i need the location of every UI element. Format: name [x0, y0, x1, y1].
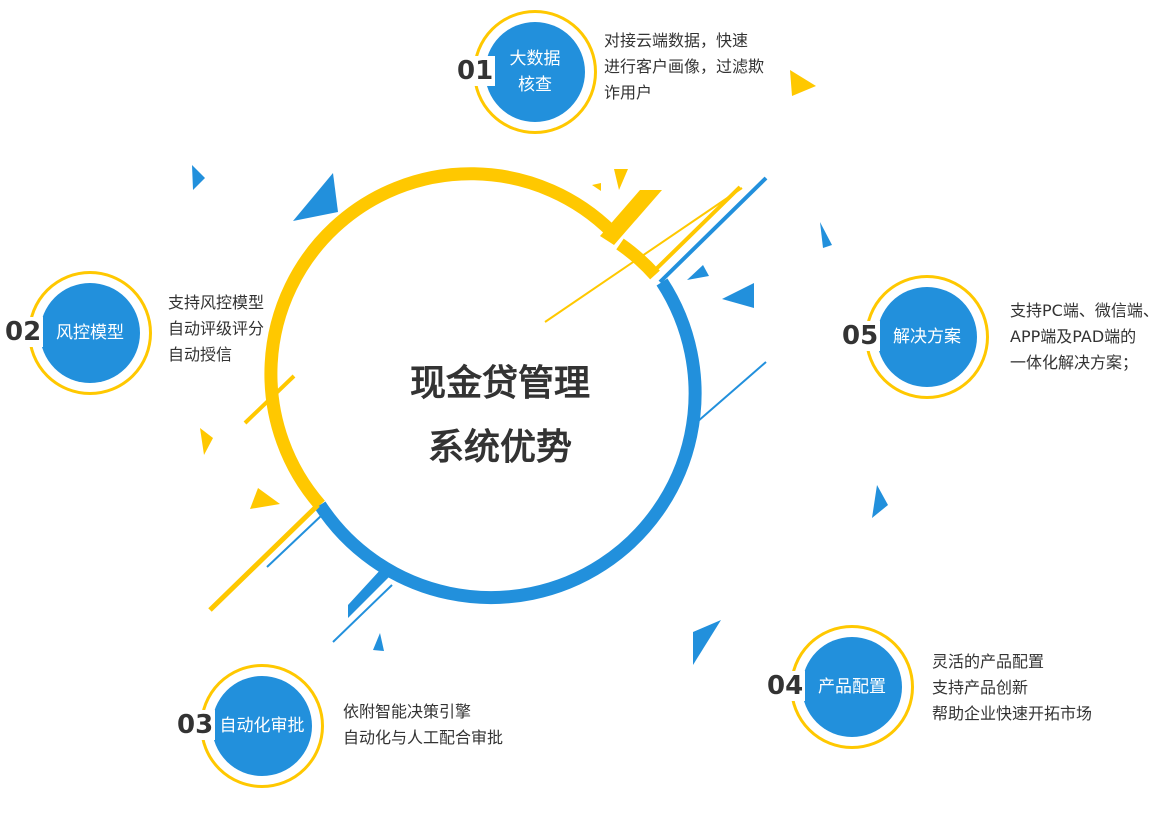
triangle — [373, 633, 384, 651]
desc-line: 一体化解决方案； — [1010, 353, 1139, 372]
triangle — [614, 169, 628, 190]
node-number: 02 — [3, 317, 44, 347]
blue-slash — [348, 568, 390, 618]
triangle — [192, 165, 205, 190]
blue-line — [332, 584, 393, 643]
triangle — [200, 428, 213, 455]
node-label: 自动化审批 — [219, 716, 305, 736]
node-description: 依附智能决策引擎 自动化与人工配合审批 — [343, 699, 503, 751]
desc-line: 自动评级评分 — [168, 319, 265, 338]
yellow-slash — [600, 190, 662, 245]
triangle — [293, 173, 338, 221]
node-disc: 大数据核查 — [485, 22, 585, 122]
title-line-2: 系统优势 — [427, 427, 572, 468]
node-description: 支持风控模型 自动评级评分 自动授信 — [168, 290, 264, 368]
desc-line: APP端及PAD端的 — [1010, 327, 1137, 346]
desc-line: 帮助企业快速开拓市场 — [932, 704, 1093, 723]
yellow-line — [544, 187, 743, 323]
desc-line: 诈用户 — [604, 83, 653, 102]
desc-line: 灵活的产品配置 — [932, 652, 1045, 671]
desc-line: 进行客户画像，过滤欺 — [604, 57, 765, 76]
blue-line — [266, 514, 323, 568]
triangle — [872, 485, 888, 518]
title-line-1: 现金贷管理 — [409, 363, 590, 404]
desc-line: 自动化与人工配合审批 — [343, 728, 504, 747]
node-number: 04 — [765, 671, 806, 701]
desc-line: 依附智能决策引擎 — [343, 702, 472, 721]
triangle — [592, 183, 601, 191]
triangle — [687, 265, 709, 280]
feature-node-auto-approval: 自动化审批 03 — [175, 664, 324, 788]
desc-line: 支持产品创新 — [932, 678, 1029, 697]
blue-line — [696, 361, 767, 423]
desc-line: 对接云端数据，快速 — [604, 31, 749, 50]
node-description: 灵活的产品配置 支持产品创新 帮助企业快速开拓市场 — [932, 649, 1092, 727]
node-number: 03 — [175, 710, 216, 740]
node-disc: 产品配置 — [802, 637, 902, 737]
yellow-line — [243, 374, 296, 425]
blue-arc — [314, 278, 702, 605]
triangle — [250, 488, 280, 509]
desc-line: 支持PC端、微信端、 — [1010, 301, 1159, 320]
feature-node-solution: 解决方案 05 — [840, 275, 989, 399]
node-label: 大数据核查 — [509, 49, 561, 95]
yellow-arc — [264, 167, 617, 510]
node-label: 解决方案 — [893, 327, 961, 347]
triangle — [722, 283, 754, 308]
node-label: 风控模型 — [56, 323, 124, 343]
blue-line — [658, 176, 768, 284]
feature-node-product-config: 产品配置 04 — [765, 625, 914, 749]
node-disc: 风控模型 — [40, 283, 140, 383]
yellow-line — [648, 185, 742, 277]
node-label: 产品配置 — [818, 677, 886, 697]
desc-line: 支持风控模型 — [168, 293, 265, 312]
triangle — [790, 70, 816, 96]
yellow-line — [208, 503, 320, 612]
node-number: 05 — [840, 321, 881, 351]
node-description: 对接云端数据，快速 进行客户画像，过滤欺 诈用户 — [604, 28, 764, 106]
triangle — [820, 222, 832, 248]
node-description: 支持PC端、微信端、 APP端及PAD端的 一体化解决方案； — [1010, 298, 1159, 376]
node-number: 01 — [455, 56, 496, 86]
feature-node-risk-model: 风控模型 02 — [3, 271, 152, 395]
node-disc: 解决方案 — [877, 287, 977, 387]
node-disc: 自动化审批 — [212, 676, 312, 776]
center-title: 现金贷管理 系统优势 — [350, 352, 650, 480]
feature-node-big-data: 大数据核查 01 — [455, 10, 597, 134]
desc-line: 自动授信 — [168, 345, 233, 364]
triangle — [693, 620, 721, 665]
